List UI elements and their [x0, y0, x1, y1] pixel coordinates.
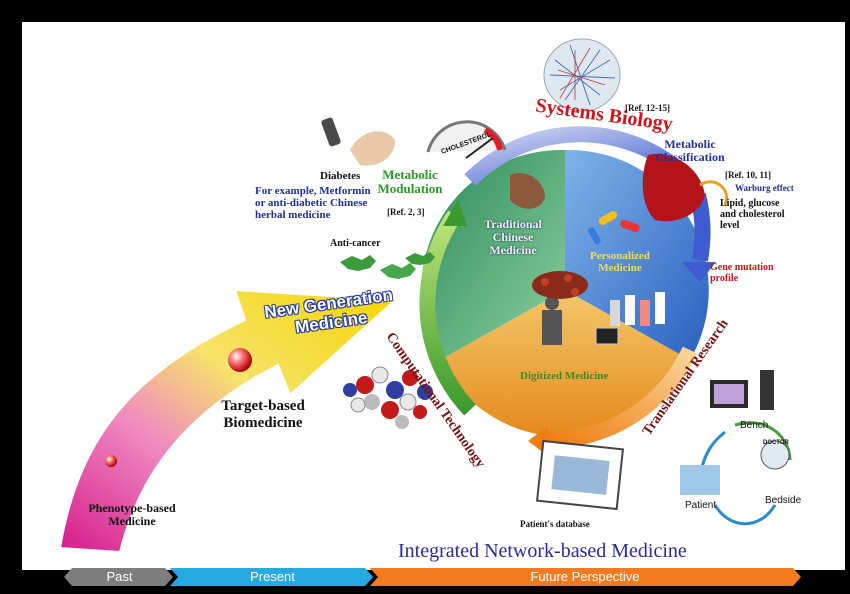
laptop-screen: [714, 384, 744, 404]
ring-arrowhead-green: [443, 200, 467, 226]
gauge-needle: [465, 137, 494, 159]
database-screen: [551, 455, 610, 495]
timeline-past: Past: [106, 569, 133, 584]
digitized-sector: [440, 290, 690, 437]
ref-10-11-label: [Ref. 10, 11]: [725, 170, 771, 180]
person-silhouette-icon: [542, 310, 562, 345]
herbs-icon: [532, 271, 588, 299]
for-example-label: For example, Metformin or anti-diabetic …: [255, 185, 371, 222]
timeline-future: Future Perspective: [530, 569, 640, 584]
ref-2-3-label: [Ref. 2, 3]: [387, 207, 425, 217]
computer-monitor-icon: [595, 327, 619, 345]
hands-icon: [510, 172, 545, 209]
cancer-cell-icon: [340, 255, 376, 271]
molecule-model-icon: [343, 366, 433, 429]
ring-arc-bottom: [544, 346, 698, 449]
timeline-present: Present: [250, 569, 295, 584]
timeline-past-segment: [64, 568, 173, 586]
tcm-label: Traditional Chinese Medicine: [484, 217, 542, 258]
lipid-level-label: Lipid, glucose and cholesterol level: [720, 198, 785, 231]
patients-database-label: Patient's database: [520, 519, 590, 529]
doctor-icon: [760, 440, 790, 470]
pill-icon-3: [588, 227, 601, 245]
warburg-effect-label: Warburg effect: [735, 183, 794, 193]
people-figures-icon: [610, 292, 665, 326]
phenotype-based-label: Phenotype-based Medicine: [88, 501, 176, 529]
anti-cancer-label: Anti-cancer: [330, 238, 381, 249]
gene-mutation-label: Gene mutation profile: [710, 262, 774, 284]
metabolic-modulation-label: Metabolic Modulation: [377, 167, 443, 197]
blood-vessel-icon: [642, 154, 705, 222]
target-sphere-icon: [228, 348, 252, 372]
bedside-label: Bedside: [765, 495, 802, 506]
person-head-icon: [545, 296, 559, 310]
warburg-arrow-icon: [699, 180, 729, 206]
network-lines: [549, 44, 616, 106]
patient-label: Patient: [685, 500, 717, 511]
phenotype-sphere-icon: [105, 455, 117, 467]
network-lines-red: [557, 47, 606, 100]
ref-12-15-label: [Ref. 12-15]: [625, 103, 670, 113]
bedside-to-patient-arrow: [713, 504, 777, 526]
glucometer-icon: [321, 117, 341, 147]
timeline-future-segment: [370, 568, 801, 586]
digitized-medicine-label: Digitized Medicine: [520, 370, 609, 382]
microscope-icon: [760, 370, 774, 410]
doctor-label: DOCTOR: [763, 440, 789, 446]
diabetes-label: Diabetes: [320, 170, 361, 182]
patient-bed-icon: [680, 465, 720, 495]
bench-label: Bench: [740, 420, 769, 431]
cancer-cell-icon-3: [405, 252, 435, 265]
gauge-red-zone: [483, 127, 503, 151]
ring-arrowhead-blue: [682, 262, 716, 282]
finger-icon: [350, 131, 395, 166]
timeline-present-segment: [170, 568, 373, 586]
pill-icon: [598, 211, 618, 225]
integrated-title: Integrated Network-based Medicine: [398, 540, 687, 562]
evolution-arrow: [58, 288, 398, 554]
cancer-cell-icon-2: [380, 263, 416, 279]
ring-arc-left: [419, 210, 476, 416]
target-based-label: Target-based Biomedicine: [221, 398, 305, 431]
personalized-medicine-label: Personalized Medicine: [590, 250, 650, 275]
metabolic-classification-label: Metabolic Classification: [655, 137, 725, 165]
pill-icon-2: [620, 219, 640, 233]
